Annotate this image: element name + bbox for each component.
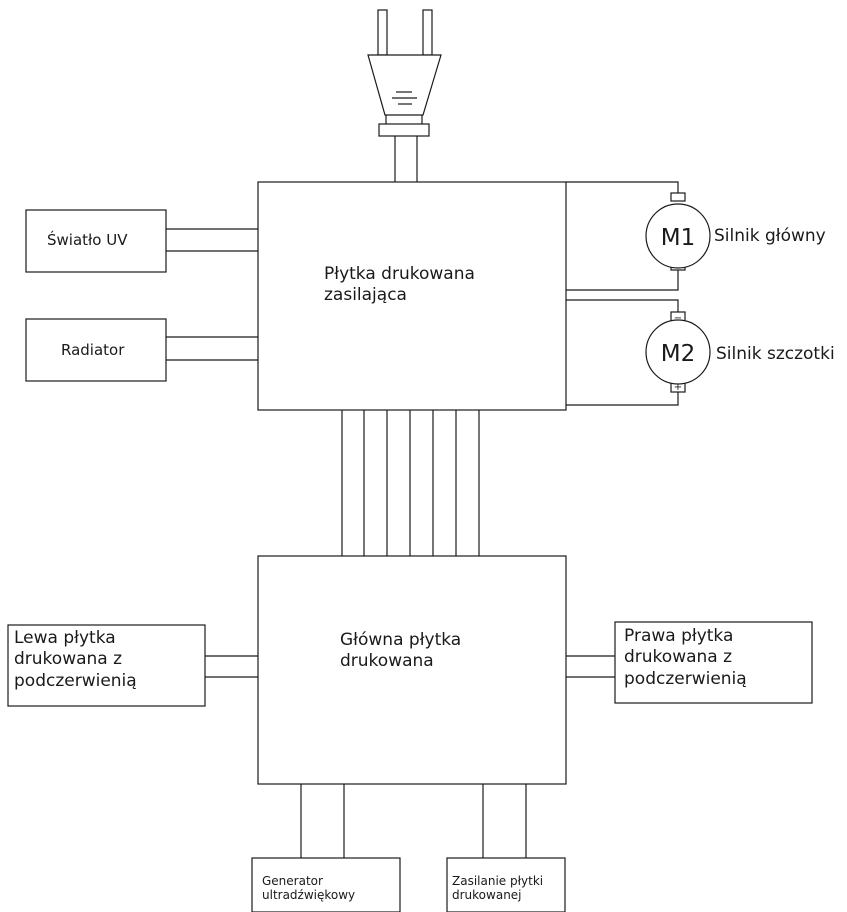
board-supply-box [446,857,566,912]
motor-m1-wires [566,181,679,291]
right-ir-box [614,621,813,704]
motor-m1-brush-top [670,192,686,202]
uv-light-box [25,209,167,273]
left-ir-box [7,624,206,707]
motor-m2-plus-sign: + [674,382,682,393]
left-ir-label-line2: drukowana z [14,649,123,670]
board-bus-wires [341,410,480,556]
power-board-title-line2: zasilająca [324,285,407,306]
board-supply-wires [482,784,527,858]
main-board-box [257,555,567,785]
main-board-title-line2: drukowana [340,651,434,672]
motor-m2-name: Silnik szczotki [716,344,835,364]
motor-m2-symbol [645,319,711,385]
radiator-label: Radiator [61,341,125,359]
ultrasonic-label: Generator ultradźwiękowy [262,874,356,903]
board-supply-label-line2: drukowanej [452,887,522,902]
ultrasonic-box [251,857,401,912]
left-ir-label-line3: podczerwienią [14,670,137,691]
right-ir-label-line1: Prawa płytka [624,626,734,646]
left-ir-wires [205,655,258,678]
motor-m2-minus-sign: − [674,313,682,324]
uv-light-label: Światło UV [47,231,128,249]
ultrasonic-wires [300,784,345,858]
left-ir-label: Lewa płytka drukowana z podczerwienią [14,628,137,692]
right-ir-label: Prawa płytka drukowana z podczerwienią [624,626,747,690]
radiator-box [25,318,167,382]
motor-m2-label: M2 [661,341,695,367]
right-ir-label-line2: drukowana z [624,647,733,668]
radiator-wires [166,336,258,361]
motor-m1-name: Silnik główny [714,226,826,246]
right-ir-label-line3: podczerwienią [624,668,747,689]
motor-m2-wires [566,299,679,406]
main-board-title: Główna płytka drukowana [340,630,461,673]
ultrasonic-label-line1: Generator [262,874,323,888]
uv-light-wires [166,228,258,252]
left-ir-label-line1: Lewa płytka [14,628,116,648]
board-supply-label: Zasilanie płytki drukowanej [452,874,544,903]
main-board-title-line1: Główna płytka [340,630,462,650]
motor-m1-symbol [645,203,711,269]
power-board-title-line1: Płytka drukowana [324,264,475,284]
power-cable [394,136,418,182]
power-board-box [257,181,567,411]
power-plug-icon [367,9,442,137]
power-board-title: Płytka drukowana zasilająca [324,264,475,307]
board-supply-label-line1: Zasilanie płytki [452,874,544,888]
ultrasonic-label-line2: ultradźwiękowy [262,887,356,902]
motor-m1-label: M1 [661,225,695,251]
right-ir-wires [566,655,615,678]
